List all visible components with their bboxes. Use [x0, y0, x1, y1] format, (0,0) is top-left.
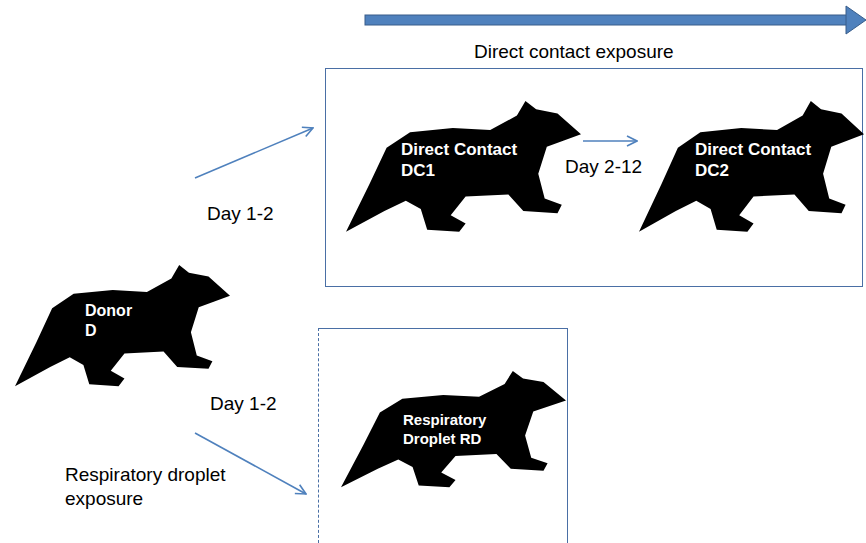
group-heading: Direct contact exposure [474, 40, 744, 64]
animal-label: Respiratory Droplet RD [403, 411, 503, 449]
group-heading: Respiratory droplet exposure [65, 463, 255, 511]
transmission-arrow [583, 140, 637, 142]
day-label: Day 1-2 [208, 393, 279, 415]
animal-label: Direct Contact DC1 [401, 139, 531, 182]
timeline-arrow-shaft [365, 15, 849, 25]
ferret-silhouette [346, 101, 581, 236]
ferret-silhouette [639, 101, 864, 236]
ferret-body [15, 265, 230, 386]
day-label: Day 2-12 [563, 156, 644, 178]
exposure-group-box: Respiratory droplet exposureRespiratory … [318, 328, 568, 543]
transmission-arrow [195, 128, 313, 178]
ferret-body [346, 101, 581, 232]
ferret-figure: Direct Contact DC2 [639, 101, 864, 236]
animal-label: Direct Contact DC2 [695, 139, 825, 182]
ferret-figure: Direct Contact DC1 [346, 101, 581, 236]
ferret-body [341, 371, 566, 487]
ferret-silhouette [15, 265, 230, 390]
ferret-figure: Donor D [15, 178, 230, 433]
ferret-body [639, 101, 864, 232]
ferret-figure: Respiratory Droplet RD [341, 371, 566, 491]
timeline-arrow-head [846, 6, 866, 34]
day-label: Day 1-2 [205, 203, 276, 225]
animal-label: Donor D [85, 301, 137, 341]
